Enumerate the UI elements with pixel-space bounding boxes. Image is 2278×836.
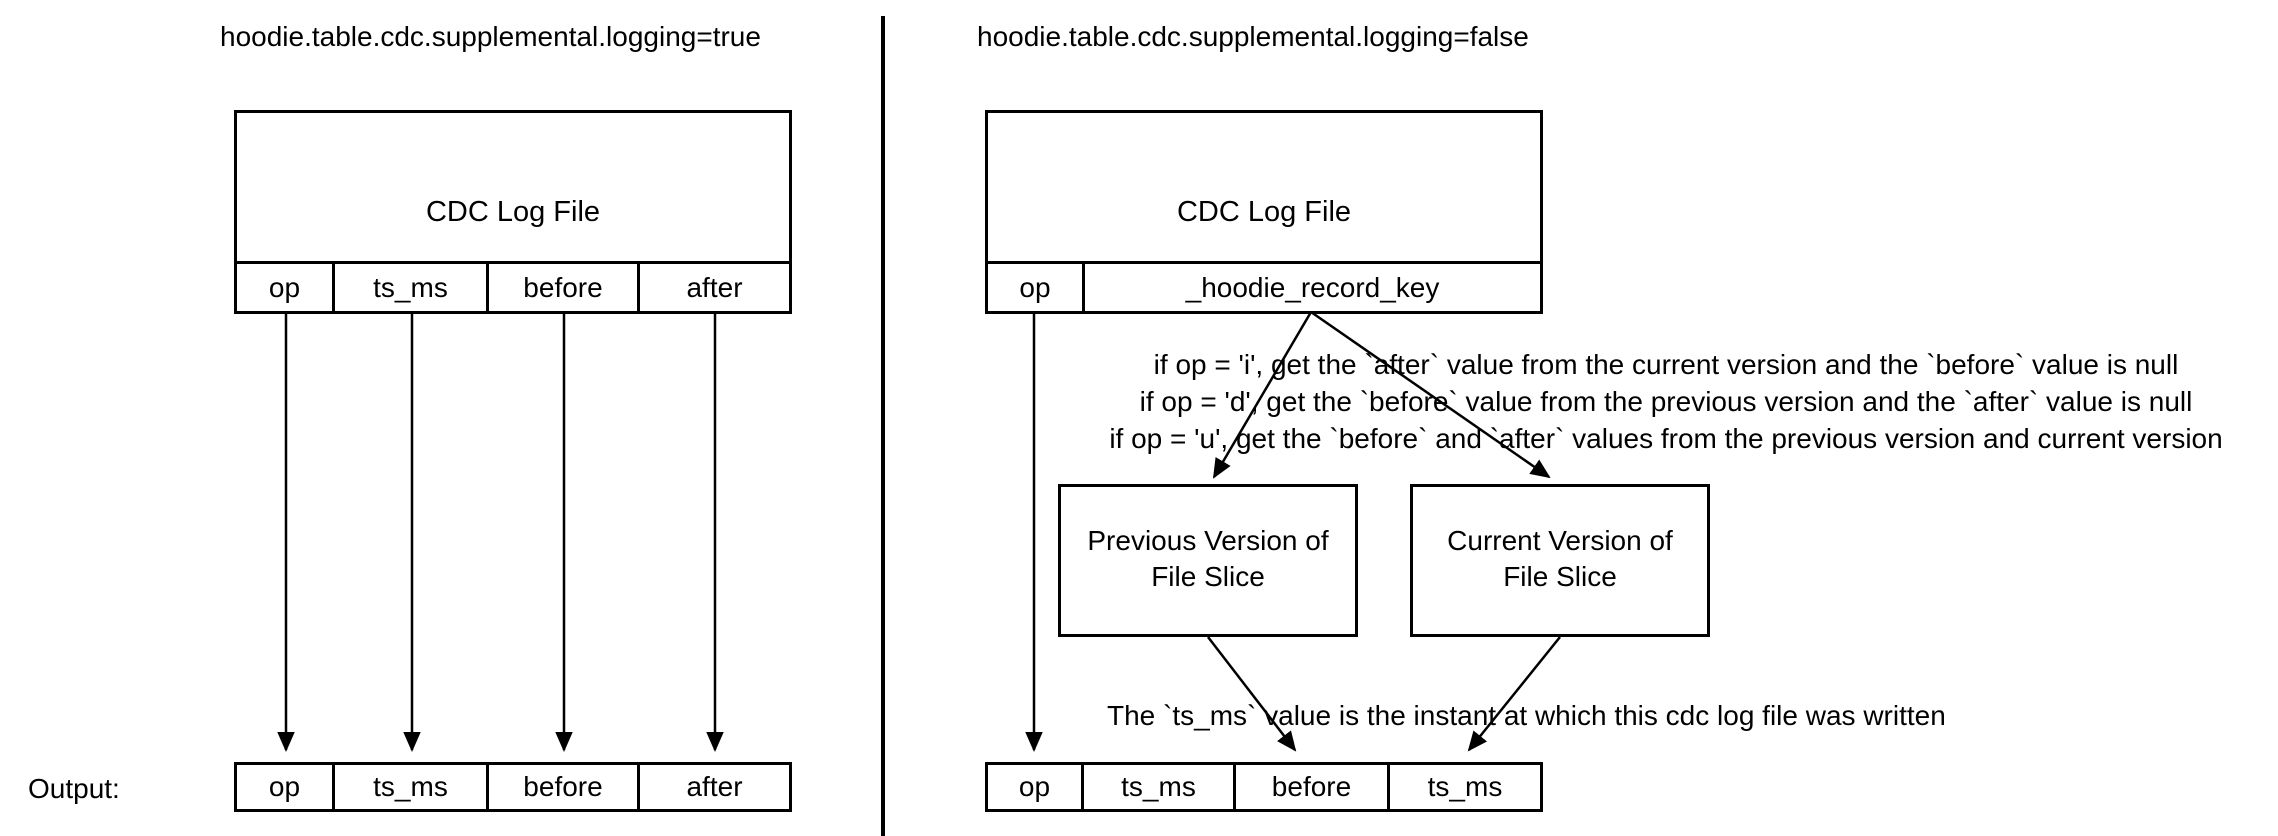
left-cdc-column-op: op [237,264,335,311]
previous-version-line1: Previous Version of [1087,525,1329,556]
op-rules-text: if op = 'i', get the `after` value from … [1046,346,2278,457]
right-cdc-box-title: CDC Log File [1176,196,1352,228]
arrow-recordkey-to-previous [1212,311,1313,479]
previous-version-box: Previous Version of File Slice [1058,484,1358,637]
right-output-cell-ts-ms: ts_ms [1084,765,1236,809]
left-cdc-column-after: after [686,271,743,303]
op-rule-delete: if op = 'd', get the `before` value from… [1139,386,2193,417]
left-output-cell-before: before [489,765,640,809]
current-version-box: Current Version of File Slice [1410,484,1710,637]
previous-version-line2: File Slice [1151,561,1265,592]
arrow-current-to-ts-ms [1467,636,1561,752]
left-cdc-column-ts-ms: ts_ms [335,264,489,311]
right-cdc-column-record-key: _hoodie_record_key [1185,271,1440,303]
arrow-previous-to-before [1207,636,1297,752]
current-version-line2: File Slice [1503,561,1617,592]
left-cdc-log-file-box: CDC Log File op ts_ms before after [234,110,792,314]
left-cdc-columns-row: op ts_ms before after [237,261,789,311]
right-output-row: op ts_ms before ts_ms [985,762,1543,812]
output-label: Output: [28,773,120,804]
left-cdc-box-title: CDC Log File [425,196,601,228]
right-output-cell-op: op [988,765,1084,809]
op-rule-insert: if op = 'i', get the `after` value from … [1153,349,2179,380]
right-panel-title: hoodie.table.cdc.supplemental.logging=fa… [977,21,1529,52]
right-cdc-column-op: op [988,264,1085,311]
left-cdc-column-before: before [489,264,640,311]
arrow-recordkey-to-current [1310,310,1551,479]
ts-ms-note: The `ts_ms` value is the instant at whic… [1107,700,1946,731]
op-rule-update: if op = 'u', get the `before` and `after… [1109,423,2223,454]
left-output-cell-op: op [237,765,335,809]
right-output-cell-ts-ms2: ts_ms [1427,771,1503,802]
left-panel-title: hoodie.table.cdc.supplemental.logging=tr… [220,21,761,52]
left-output-row: op ts_ms before after [234,762,792,812]
left-output-cell-ts-ms: ts_ms [335,765,489,809]
right-output-cell-before: before [1236,765,1390,809]
right-cdc-log-file-box: CDC Log File op _hoodie_record_key [985,110,1543,314]
current-version-line1: Current Version of [1447,525,1673,556]
right-cdc-columns-row: op _hoodie_record_key [988,261,1540,311]
left-output-cell-after: after [686,771,743,802]
